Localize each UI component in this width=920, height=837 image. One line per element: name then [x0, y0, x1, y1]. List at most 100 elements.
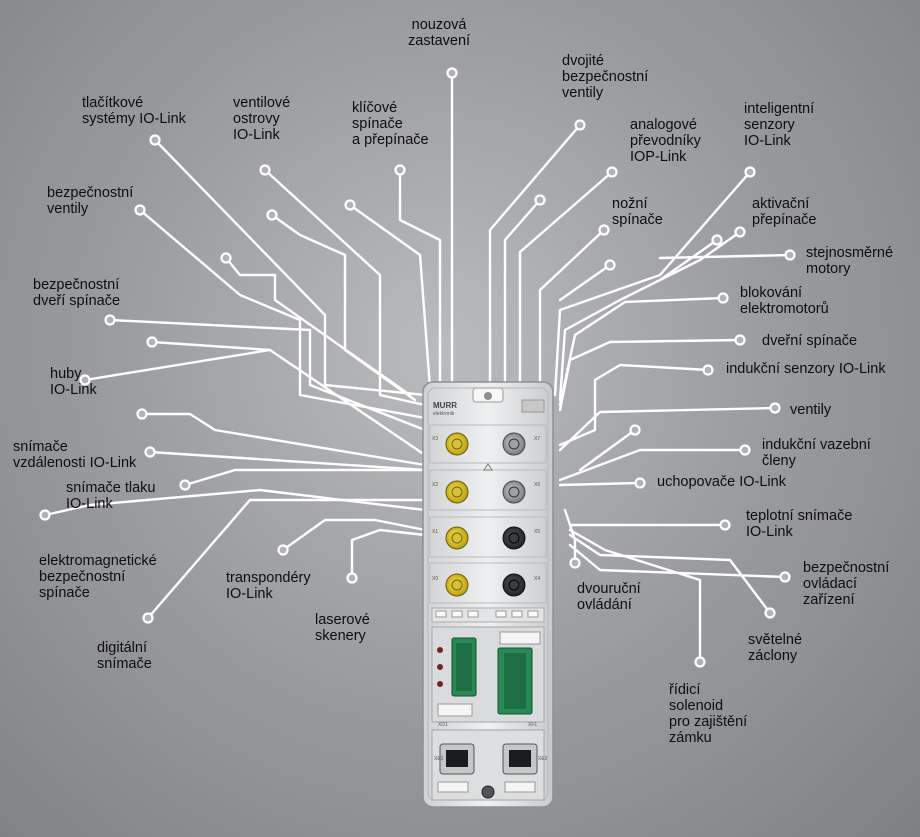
label-inteligentni-senzory: inteligentní senzory IO-Link — [744, 101, 815, 149]
line-analogove — [518, 170, 614, 394]
label-huby-io-link: huby IO-Link — [50, 366, 97, 398]
line-huby-2 — [150, 340, 272, 352]
port-row-x3: X3 X7 — [429, 424, 547, 464]
dot-inteligentni — [744, 166, 756, 178]
port-label-x7: X7 — [534, 436, 540, 442]
port-label-x3: X3 — [432, 436, 438, 442]
line-branch-e — [224, 256, 412, 397]
label-indukcni-senzory: indukční senzory IO-Link — [726, 361, 886, 377]
label-bezpecnostni-ovladaci: bezpečnostní ovládací zařízení — [803, 560, 890, 608]
label-snimace-tlaku: snímače tlaku IO-Link — [66, 480, 156, 512]
label-dverni-spinace: dveřní spínače — [762, 333, 858, 349]
dot-blokovani — [717, 292, 729, 304]
label-stejnosmerne-motory: stejnosměrné motory — [806, 245, 894, 277]
line-ventily — [558, 406, 777, 452]
line-teplotni — [563, 508, 727, 527]
line-uchopovace — [558, 481, 642, 487]
label-ventilove-ostrovy: ventilové ostrovy IO-Link — [233, 95, 291, 143]
dot-indukcni-vazebni-2 — [629, 424, 641, 436]
dot-bezp-ovladaci — [779, 571, 791, 583]
line-tlacitkove — [153, 138, 427, 397]
label-snimace-vzdalenosti: snímače vzdálenosti IO-Link — [13, 439, 137, 471]
port-row-x1: X1 X5 — [429, 516, 547, 558]
dot-aktivacni-2 — [711, 234, 723, 246]
label-bezpecnostni-dveri: bezpečnostní dveří spínače — [33, 277, 121, 309]
label-ventily: ventily — [790, 402, 832, 418]
dot-klicove — [394, 164, 406, 176]
label-dvourucni-ovladani: dvouruční ovládání — [577, 581, 641, 613]
label-uchopovace: uchopovače IO-Link — [657, 474, 786, 490]
dot-uchopovace — [634, 477, 646, 489]
dot-branch-a — [344, 199, 356, 211]
dot-ventily — [769, 402, 781, 414]
label-analogove-prevodniky: analogové převodníky IOP-Link — [630, 117, 701, 165]
dot-nouzove — [446, 67, 458, 79]
dot-branch-b — [534, 194, 546, 206]
dot-svetelne — [764, 607, 776, 619]
dot-nozni — [598, 224, 610, 236]
dot-bezp-ventily — [134, 204, 146, 216]
svg-text:elektronik: elektronik — [433, 411, 455, 417]
port-label-x0: X0 — [432, 576, 438, 582]
label-laserove-skenery: laserové skenery — [315, 612, 370, 644]
ground-screw — [481, 785, 495, 799]
line-indukcni-vazebni-2 — [578, 428, 637, 472]
label-dvojite-ventily: dvojité bezpečnostní ventily — [562, 53, 649, 101]
line-klicove — [398, 168, 442, 390]
label-aktivacni-prepinace: aktivační přepínače — [752, 196, 817, 228]
line-snimace-vzd-2 — [148, 450, 427, 472]
label-indukcni-vazebni: indukční vazební členy — [762, 437, 871, 469]
led-3 — [437, 681, 443, 687]
dot-bezp-dveri — [104, 314, 116, 326]
line-branch-a — [348, 203, 432, 390]
dot-branch-c — [266, 209, 278, 221]
port-label-x5: X5 — [534, 529, 540, 535]
label-svetelne-zaclony: světelné záclony — [748, 632, 803, 664]
label-xf1: XF1 — [528, 722, 537, 728]
label-nozni-spinace: nožní spínače — [612, 196, 663, 228]
label-digitalni-snimace: digitální snímače — [97, 640, 152, 672]
dot-digitalni — [142, 612, 154, 624]
label-klicove-spinace: klíčové spínače a přepínače — [352, 100, 429, 148]
led-1 — [437, 647, 443, 653]
dot-laserove — [346, 572, 358, 584]
dot-huby — [79, 374, 91, 386]
line-branch-d — [558, 263, 612, 302]
svg-text:XE2: XE2 — [538, 756, 548, 762]
port-label-x4: X4 — [534, 576, 540, 582]
dot-transpondery — [277, 544, 289, 556]
line-inteligentni — [553, 170, 752, 397]
label-teplotni-snimace: teplotní snímače IO-Link — [746, 508, 853, 540]
line-nozni — [538, 228, 606, 394]
dot-stejnosmerne — [784, 249, 796, 261]
io-link-module: MURR elektronik X3 X7 X2 X6 X1 X5 — [422, 381, 554, 808]
dot-branch-e — [220, 252, 232, 264]
dot-indukcni-vazebni — [739, 444, 751, 456]
endpoint-dots — [39, 67, 796, 668]
line-bezp-ovladaci — [568, 543, 787, 579]
label-ridici-solenoid: řídicí solenoid pro zajištění zámku — [669, 682, 748, 746]
line-dverni — [558, 338, 742, 412]
dot-ventilove — [259, 164, 271, 176]
label-xd1: XD1 — [438, 722, 448, 728]
line-digitalni — [146, 498, 427, 620]
label-transpondery: transpondéry IO-Link — [226, 570, 311, 602]
dot-huby-2 — [146, 336, 158, 348]
connector-lines — [43, 71, 792, 664]
port-row-x2: X2 X6 — [429, 463, 547, 511]
dot-dverni — [734, 334, 746, 346]
label-tlacitkove-systemy: tlačítkové systémy IO-Link — [82, 95, 186, 127]
line-blokovani — [558, 296, 725, 407]
line-bezp-ventily — [138, 208, 427, 420]
svg-text:XE1: XE1 — [434, 756, 444, 762]
line-indukcni-vazebni — [558, 448, 747, 482]
dot-snimace-vzd-2 — [144, 446, 156, 458]
led-2 — [437, 664, 443, 670]
dot-branch-d — [604, 259, 616, 271]
dot-dvojite — [574, 119, 586, 131]
dot-dvourucni — [569, 557, 581, 569]
dot-elektromag — [39, 509, 51, 521]
dot-snimace-vzd — [136, 408, 148, 420]
label-bezpecnostni-ventily: bezpečnostní ventily — [47, 185, 134, 217]
line-indukcni-senzory — [558, 363, 710, 447]
